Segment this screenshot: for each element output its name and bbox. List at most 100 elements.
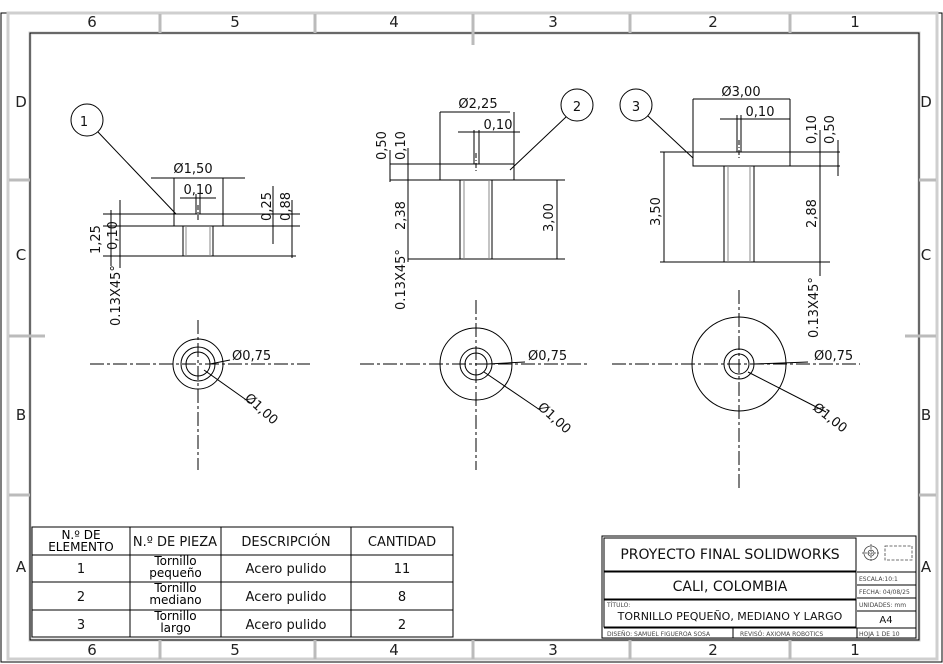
- bom-table: N.º DE ELEMENTO N.º DE PIEZA DESCRIPCIÓN…: [31, 526, 454, 638]
- bom-part-name: Tornillo mediano: [149, 582, 202, 607]
- zone-labels-right: D C B A: [920, 93, 932, 576]
- dim-slot-depth: 0,10: [106, 221, 121, 250]
- bom-item-number: 2: [77, 590, 85, 605]
- screw-shank: [723, 165, 755, 263]
- zone-col-3: 3: [548, 641, 558, 659]
- zone-labels-left: D C B A: [15, 93, 27, 576]
- screw-shank: [459, 179, 493, 260]
- dim-outer-diameter: Ø1,00: [241, 391, 280, 428]
- zone-col-5: 5: [230, 641, 240, 659]
- screw-head: [692, 151, 791, 167]
- dim-head-diameter: Ø2,25: [458, 97, 497, 112]
- balloon-1-label: 1: [80, 115, 88, 130]
- dim-hole-diameter: Ø0,75: [232, 349, 271, 364]
- zone-row-d: D: [920, 93, 932, 111]
- zone-col-3: 3: [548, 13, 558, 31]
- dim-head-diameter: Ø3,00: [721, 85, 760, 100]
- zone-col-4: 4: [389, 641, 399, 659]
- bom-quantity: 8: [398, 590, 406, 605]
- bom-header-item-number: N.º DE ELEMENTO: [48, 528, 114, 554]
- bom-row: 2 Tornillo mediano Acero pulido 8: [77, 582, 406, 607]
- view-medium-dimensions: 2 Ø2,25 0,10 0,50 0,10 2,38 0.13X45° 3,0…: [375, 97, 581, 437]
- project-name: PROYECTO FINAL SOLIDWORKS: [620, 547, 839, 563]
- balloon-1: [70, 103, 104, 137]
- drawing-frame: [0, 11, 943, 663]
- dim-head-height: 0,50: [375, 131, 390, 160]
- dim-overall-height: 3,00: [542, 203, 557, 232]
- outer-circle: [439, 327, 513, 401]
- projection-symbol-icon: [862, 544, 913, 562]
- zone-row-b: B: [921, 406, 931, 424]
- bom-description: Acero pulido: [246, 618, 327, 633]
- dim-shank-length: 2,38: [394, 201, 409, 230]
- dim-shank-length: 1,25: [89, 225, 104, 254]
- zone-col-2: 2: [708, 13, 718, 31]
- dim-hole-diameter: Ø0,75: [814, 349, 853, 364]
- bom-row: 1 Tornillo pequeño Acero pulido 11: [77, 555, 411, 580]
- bom-row: 3 Tornillo largo Acero pulido 2: [77, 610, 406, 635]
- zone-col-1: 1: [850, 13, 860, 31]
- balloon-3-label: 3: [632, 100, 640, 115]
- zone-row-c: C: [921, 246, 931, 264]
- bom-quantity: 2: [398, 618, 406, 633]
- sheet-size: A4: [879, 615, 892, 626]
- bom-part-name: Tornillo largo: [154, 610, 197, 635]
- drawing-title: TORNILLO PEQUEÑO, MEDIANO Y LARGO: [617, 610, 843, 623]
- reviewer: REVISÓ: AXIOMA ROBOTICS: [740, 631, 823, 638]
- balloon-2: [560, 88, 594, 122]
- bom-item-number: 3: [77, 618, 85, 633]
- dim-hole-diameter: Ø0,75: [528, 349, 567, 364]
- dim-slot-width: 0,10: [484, 118, 513, 133]
- dim-slot-depth: 0,10: [394, 131, 409, 160]
- zone-row-a: A: [16, 558, 27, 576]
- zone-labels-bottom: 6 5 4 3 2 1: [87, 641, 860, 659]
- balloon-2-label: 2: [573, 100, 581, 115]
- zone-col-5: 5: [230, 13, 240, 31]
- view-small-screw: [70, 103, 310, 470]
- dim-overall-height: 0,88: [279, 192, 294, 221]
- bom-header-part-number: N.º DE PIEZA: [133, 535, 217, 550]
- bom-part-name: Tornillo pequeño: [149, 555, 202, 580]
- dim-chamfer: 0.13X45°: [394, 249, 409, 310]
- zone-row-c: C: [16, 246, 26, 264]
- zone-row-a: A: [921, 558, 932, 576]
- date: FECHA: 04/08/25: [859, 589, 910, 596]
- screw-shank: [182, 225, 214, 257]
- dim-chamfer: 0.13X45°: [109, 265, 124, 326]
- zone-col-2: 2: [708, 641, 718, 659]
- view-small-dimensions: 1 Ø1,50 0,10 0,25 0,88 1,25 0,10 0.13X45…: [80, 115, 294, 428]
- outer-circle: [172, 338, 224, 390]
- screw-head: [439, 163, 515, 181]
- designer: DISEÑO: SAMUEL FIGUEROA SOSA: [607, 631, 711, 638]
- bom-item-number: 1: [77, 562, 85, 577]
- dim-overall-height: 3,50: [649, 197, 664, 226]
- zone-row-b: B: [16, 406, 26, 424]
- outer-circle: [691, 316, 787, 412]
- dim-head-height: 0,25: [260, 192, 275, 221]
- title-block: PROYECTO FINAL SOLIDWORKS CALI, COLOMBIA…: [601, 535, 917, 639]
- dim-slot-depth: 0,10: [805, 115, 820, 144]
- bom-description: Acero pulido: [246, 562, 327, 577]
- zone-labels-top: 6 5 4 3 2 1: [87, 13, 860, 31]
- bom-quantity: 11: [394, 562, 411, 577]
- bom-header-quantity: CANTIDAD: [368, 535, 436, 550]
- zone-col-6: 6: [87, 641, 97, 659]
- location: CALI, COLOMBIA: [673, 579, 788, 595]
- units: UNIDADES: mm: [859, 602, 906, 609]
- scale: ESCALA:10:1: [859, 576, 898, 583]
- zone-col-4: 4: [389, 13, 399, 31]
- balloon-3: [619, 88, 653, 122]
- view-medium-screw: [360, 88, 594, 470]
- zone-col-6: 6: [87, 13, 97, 31]
- dim-outer-diameter: Ø1,00: [810, 400, 850, 436]
- zone-row-d: D: [15, 93, 27, 111]
- dim-chamfer: 0.13X45°: [807, 277, 822, 338]
- zone-col-1: 1: [850, 641, 860, 659]
- dim-head-height: 0,50: [823, 115, 838, 144]
- dim-shank-length: 2,88: [805, 199, 820, 228]
- bom-header-description: DESCRIPCIÓN: [241, 534, 330, 550]
- dim-slot-width: 0,10: [746, 105, 775, 120]
- balloon-leader: [97, 131, 177, 215]
- view-large-screw: [612, 88, 860, 490]
